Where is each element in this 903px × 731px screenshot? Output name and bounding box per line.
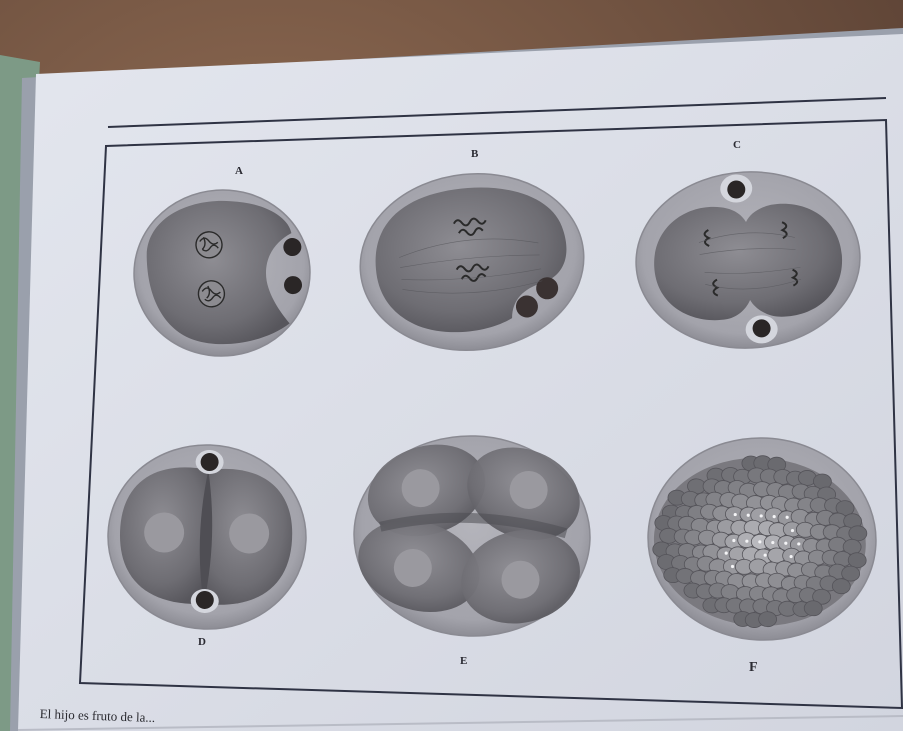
label-e: E <box>460 655 467 667</box>
label-b: B <box>471 148 478 160</box>
label-a: A <box>235 165 243 177</box>
label-d: D <box>198 636 206 648</box>
label-c: C <box>733 139 741 151</box>
label-f: F <box>749 660 758 676</box>
